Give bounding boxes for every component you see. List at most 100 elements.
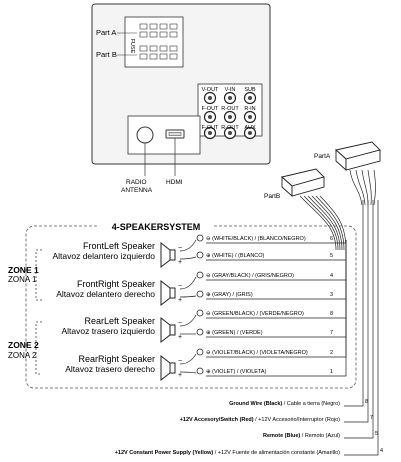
speaker-lead — [179, 239, 197, 252]
connector-pin — [159, 31, 168, 38]
harness-wire — [315, 195, 345, 251]
rca-header-0: V-OUT — [202, 87, 219, 93]
harness-part-a — [335, 141, 381, 172]
fuse-label: FUSE — [129, 39, 135, 54]
connector-pin — [139, 45, 148, 52]
rca-jack-center — [228, 115, 232, 119]
speaker-wire-route — [340, 240, 347, 300]
power-wire-line — [344, 200, 364, 407]
rca-header-1: V-IN — [225, 87, 236, 93]
part-a-label: Part A — [96, 28, 116, 37]
connector-pin — [139, 53, 148, 60]
speaker-minus: − — [178, 358, 182, 365]
harness-wires — [299, 169, 376, 251]
speaker-icon — [160, 241, 171, 269]
speaker-lead — [179, 256, 197, 260]
zone-2-label-es: ZONA 2 — [8, 351, 37, 360]
rca-jack-center — [248, 131, 252, 135]
speaker-minus: − — [178, 283, 182, 290]
connector-pins — [139, 23, 178, 60]
speaker-wire-pin: 2 — [330, 350, 333, 356]
wire-terminal-icon — [196, 234, 204, 242]
speaker-plus: + — [178, 259, 182, 266]
power-wire-pin: 5 — [375, 431, 378, 437]
speaker-plus: + — [178, 372, 182, 379]
speaker-wire-label: ⊕ (GRAY) / (GRIS) — [206, 292, 253, 298]
wire-terminal-icon — [196, 328, 204, 336]
wire-terminal-icon — [196, 251, 204, 259]
speaker-name-es: Altavoz trasero izquierdo — [61, 326, 155, 336]
speaker-wire-pin: 1 — [330, 369, 333, 375]
zone-2-bracket — [35, 321, 42, 375]
rca-jacks — [203, 91, 257, 140]
power-wire-line — [344, 200, 379, 456]
part-b-label: Part B — [96, 50, 117, 59]
connector-pin — [149, 23, 158, 30]
speaker-name: RearLeft Speaker — [84, 316, 155, 326]
rca-row3-2: AUX — [244, 125, 256, 131]
speaker-magnet — [169, 362, 176, 374]
rca-jack-center — [248, 115, 252, 119]
rca-jack-center — [208, 96, 212, 100]
rca-row2-1: R-OUT — [221, 106, 239, 112]
harness-wire — [303, 195, 339, 251]
power-wire-pin: 4 — [380, 448, 383, 454]
speaker-wire-label: ⊕ (WHITE) / (BLANCO) — [206, 253, 265, 259]
speaker-wire-label: ⊖ (GREEN/BLACK) / (VERDE/NEGRO) — [206, 311, 304, 317]
antenna-label: ANTENNA — [121, 187, 153, 194]
speaker-magnet — [169, 287, 176, 299]
connector-pin — [139, 23, 148, 30]
speaker-wire-route — [340, 240, 347, 358]
hdmi-port-inner — [168, 132, 182, 136]
connector-pin — [139, 31, 148, 38]
speaker-wire-pin: 8 — [330, 311, 333, 317]
speaker-name-es: Altavoz delantero derecho — [56, 289, 155, 299]
speaker-wire-label: ⊖ (WHITE/BLACK) / (BLANCO/NEGRO) — [206, 236, 306, 242]
speaker-lead — [179, 276, 197, 290]
speaker-plus: + — [178, 297, 182, 304]
connector-pin — [159, 23, 168, 30]
speaker-icon — [160, 354, 171, 382]
speaker-magnet — [169, 249, 176, 261]
harness-wire — [355, 169, 366, 206]
rca-jack-center — [228, 96, 232, 100]
speaker-minus: − — [178, 245, 182, 252]
power-wire-label: +12V Constant Power Supply (Yellow) / +1… — [115, 450, 340, 456]
connector-pin — [159, 53, 168, 60]
rca-row3-0: F-OUT — [202, 125, 219, 131]
zone-2-label: ZONE 2 — [8, 340, 39, 350]
speaker-wire-pin: 7 — [330, 330, 333, 336]
speaker-wire-pin: 4 — [330, 273, 333, 279]
speaker-wire-pin: 3 — [330, 292, 333, 298]
speaker-icon — [160, 279, 171, 307]
connector-pin — [169, 23, 178, 30]
speaker-wire-route — [340, 240, 347, 244]
system-title: 4-SPEAKERSYSTEM — [112, 222, 201, 232]
harness-part-b-label: PartB — [264, 193, 280, 200]
wire-terminal-icon — [196, 367, 204, 375]
zone-1-label: ZONE 1 — [8, 265, 39, 275]
speaker-wire-route — [340, 240, 347, 319]
power-wire-label: Ground Wire (Black) / Cable a tierra (Ne… — [229, 401, 340, 407]
harness-wire — [367, 169, 372, 206]
wire-terminal-icon — [196, 348, 204, 356]
connector-pin — [149, 45, 158, 52]
rca-row2-2: R-IN — [244, 106, 255, 112]
rca-row2-0: F-OUT — [202, 106, 219, 112]
rca-jack-center — [228, 131, 232, 135]
speaker-icon — [160, 316, 171, 344]
speaker-lead — [179, 295, 197, 298]
rca-jack-center — [248, 96, 252, 100]
speaker-lead — [179, 353, 197, 365]
wire-terminal-icon — [196, 309, 204, 317]
harness-wire — [299, 195, 337, 251]
zone-1-label-es: ZONA 1 — [8, 275, 37, 284]
connector-pin — [169, 31, 178, 38]
speaker-plus: + — [178, 334, 182, 341]
harness-wire — [373, 169, 376, 206]
speaker-wire-label: ⊕ (GREEN) / (VERDE) — [206, 330, 263, 336]
speaker-name: FrontRight Speaker — [77, 279, 155, 289]
speaker-lead — [179, 314, 197, 327]
rca-jack-center — [208, 131, 212, 135]
